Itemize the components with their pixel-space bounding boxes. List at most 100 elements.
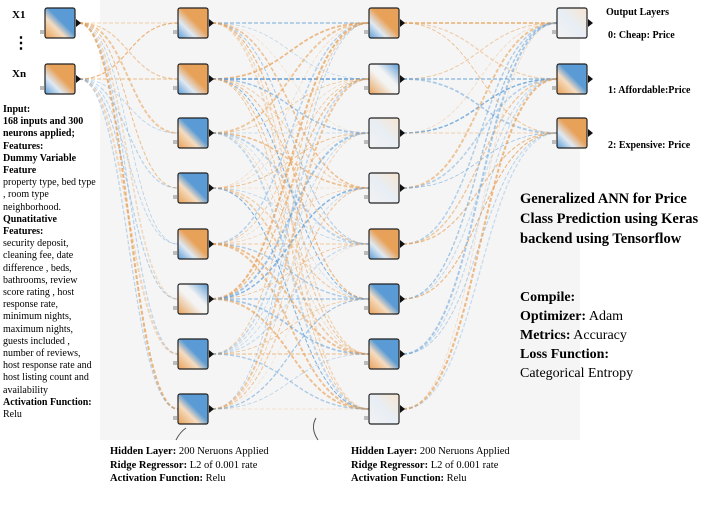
connection-link [402,78,558,300]
connection-link [211,22,370,80]
diagram-title: Generalized ANN for Price Class Predicti… [520,191,699,247]
connection-link [211,298,370,355]
neuron-node [364,7,405,39]
hl2-ridge-val: L2 of 0.001 rate [430,459,499,471]
connection-link [78,22,179,134]
neuron-node [173,393,214,425]
connection-link [402,78,558,189]
dummy-list: property type, bed type , room type neig… [3,177,96,213]
connection-link [78,22,179,80]
connection-link [78,78,179,134]
hl2-layer-val: 200 Neruons Applied [419,446,510,457]
connection-link [402,22,558,300]
hl1-ridge-key: Ridge Regressor: [110,459,188,471]
hl1-layer-key: Hidden Layer: [110,446,177,457]
connection-link [211,78,370,189]
connection-link [211,132,370,245]
connection-link [211,298,370,410]
connection-link [402,132,558,300]
connection-link [78,22,179,410]
connection-link [402,22,558,134]
connection-link [402,22,558,245]
metrics-key: Metrics: [520,328,571,343]
connection-link [211,22,370,134]
connection-link [211,187,370,355]
connection-link [211,78,370,134]
connection-link [211,21,370,301]
neuron-node [40,63,81,95]
neuron-nodes [40,7,593,425]
hl2-act-val: Relu [446,473,467,484]
connection-link [211,187,370,410]
connection-link [402,22,558,410]
neuron-node [364,63,405,95]
connection-link [78,78,179,355]
connection-links [78,21,558,411]
connection-link [402,78,558,245]
neuron-node [173,63,214,95]
connection-link [211,298,370,410]
connection-link [211,78,370,355]
neuron-node [173,7,214,39]
quant-heading: Qunatitative Features: [3,213,57,238]
connection-link [211,78,370,410]
connection-link [211,353,370,410]
neuron-node [173,338,214,370]
connection-link [211,78,370,355]
neuron-node [364,117,405,149]
connection-link [402,22,558,189]
activation-value: Relu [3,409,22,421]
input-ellipsis: ⋮ [13,35,29,52]
output-class-0: 0: Cheap: Price [608,30,675,41]
neuron-node [173,117,214,149]
connection-link [211,22,370,245]
output-class-1: 1: Affordable:Price [608,85,691,96]
connection-link [211,22,370,300]
connection-link [211,78,370,245]
hl1-layer-val: 200 Neruons Applied [178,446,269,457]
connection-link [211,78,370,410]
connection-link [402,78,558,134]
neuron-node [364,172,405,204]
hl1-ridge-val: L2 of 0.001 rate [189,459,258,471]
connection-link [402,78,558,134]
connection-link [211,187,370,300]
connection-link [211,353,370,410]
hl1-act-val: Relu [205,473,226,484]
connection-link [211,243,370,355]
connection-link [211,243,370,410]
hl2-ridge-key: Ridge Regressor: [351,459,429,471]
hidden-layer-1-arrow [175,427,187,441]
connection-link [78,22,179,189]
neuron-node [173,172,214,204]
input-heading: Input: [3,104,31,115]
connection-link [78,22,179,300]
features-heading: Features: [3,140,44,152]
connection-link [211,187,370,410]
neuron-node [552,117,593,149]
connection-link [211,78,370,300]
connection-link [211,132,370,189]
connection-link [211,132,370,245]
neuron-node [364,338,405,370]
connection-link [78,78,179,410]
hl1-act-key: Activation Function: [110,473,204,484]
connection-link [402,132,558,410]
compile-info: Compile: Optimizer: Adam Metrics: Accura… [520,288,633,383]
neuron-node [40,7,81,39]
optimizer-key: Optimizer: [520,309,587,324]
input-x1-label: X1 [12,9,26,21]
metrics-val: Accuracy [573,328,627,343]
hl2-act-key: Activation Function: [351,473,445,484]
connection-link [211,132,370,410]
dummy-heading: Dummy Variable Feature [3,152,77,177]
connection-link [211,132,370,410]
connection-link [211,22,370,189]
connection-link [402,132,558,189]
neuron-node [364,393,405,425]
connection-link [211,243,370,300]
neuron-node [364,283,405,315]
connection-link [211,22,370,355]
activation-heading: Activation Function: [3,396,92,408]
